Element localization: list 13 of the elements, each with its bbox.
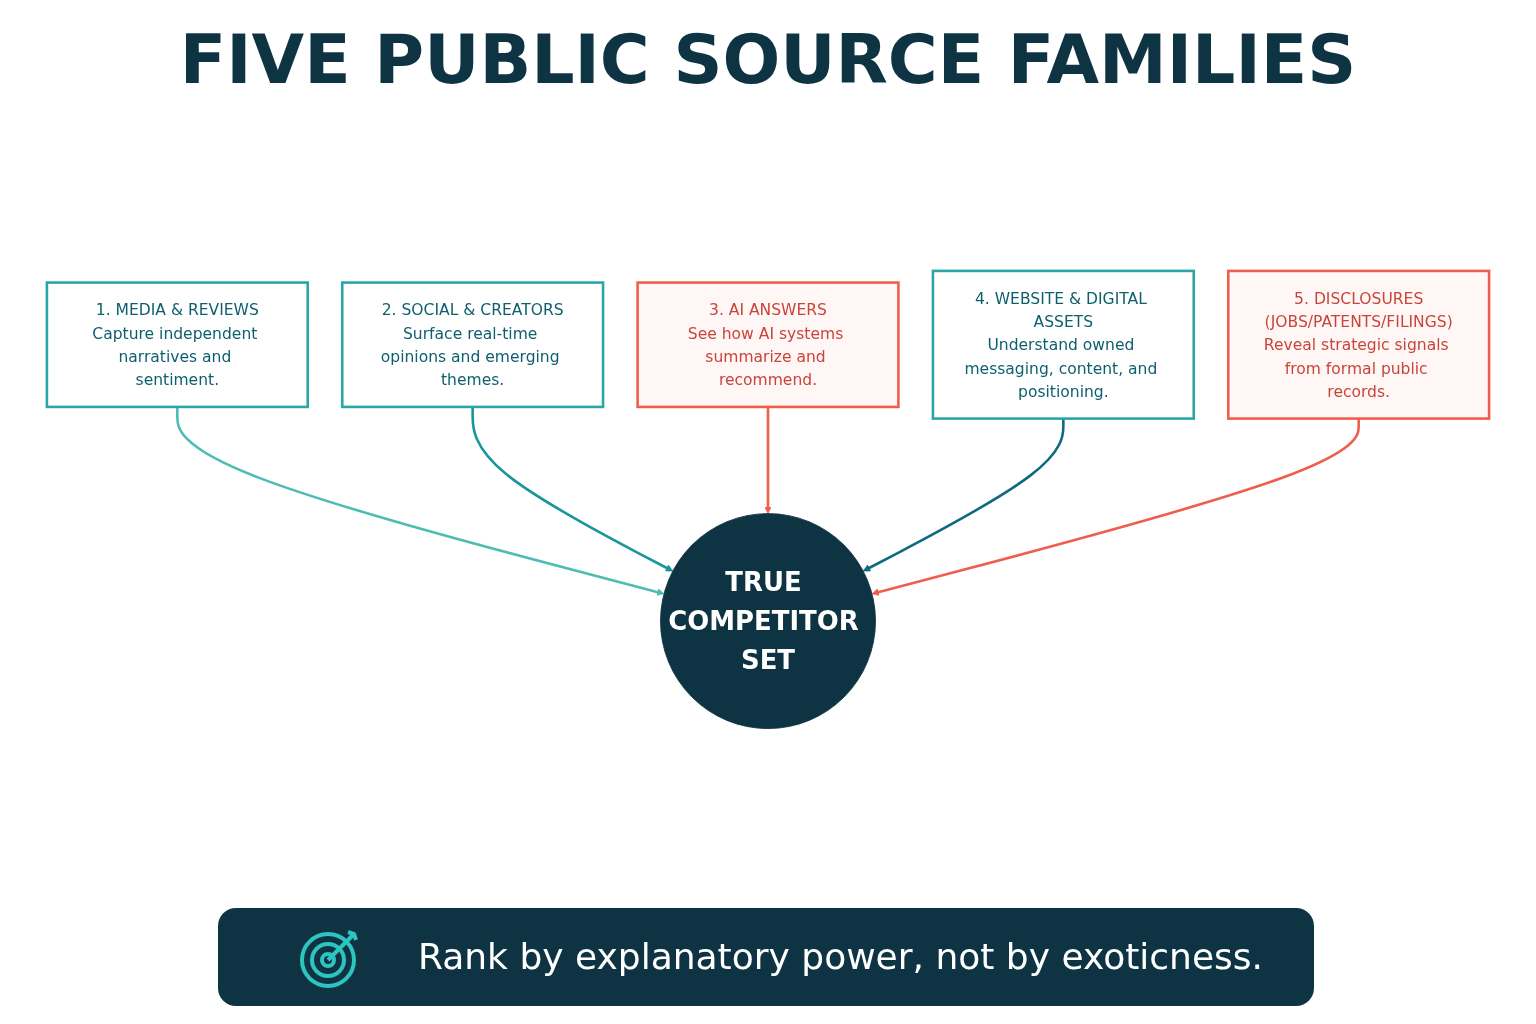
arrow xyxy=(471,407,674,572)
tagline: Rank by explanatory power, not by exoticness. xyxy=(418,935,1263,979)
node-circle: TRUE COMPETITOR SET xyxy=(660,513,876,730)
node-box: 4. WEBSITE & DIGITAL ASSETS Understand owned messaging, content, and positioning. xyxy=(931,269,1196,421)
arrow xyxy=(176,407,665,596)
arrow xyxy=(871,418,1360,596)
node-box: 5. DISCLOSURES (JOBS/PATENTS/FILINGS) Reveal strategic signals from formal public records. xyxy=(1227,269,1491,421)
arrow xyxy=(862,418,1065,572)
node-box: 1. MEDIA & REVIEWS Capture independent narratives and sentiment. xyxy=(45,281,309,409)
node-box: 3. AI ANSWERS See how AI systems summarize and recommend. xyxy=(636,281,900,409)
title: FIVE PUBLIC SOURCE FAMILIES xyxy=(178,20,1358,99)
node-box: 2. SOCIAL & CREATORS Surface real-time opinions and emerging themes. xyxy=(340,281,605,409)
arrow xyxy=(764,407,772,515)
